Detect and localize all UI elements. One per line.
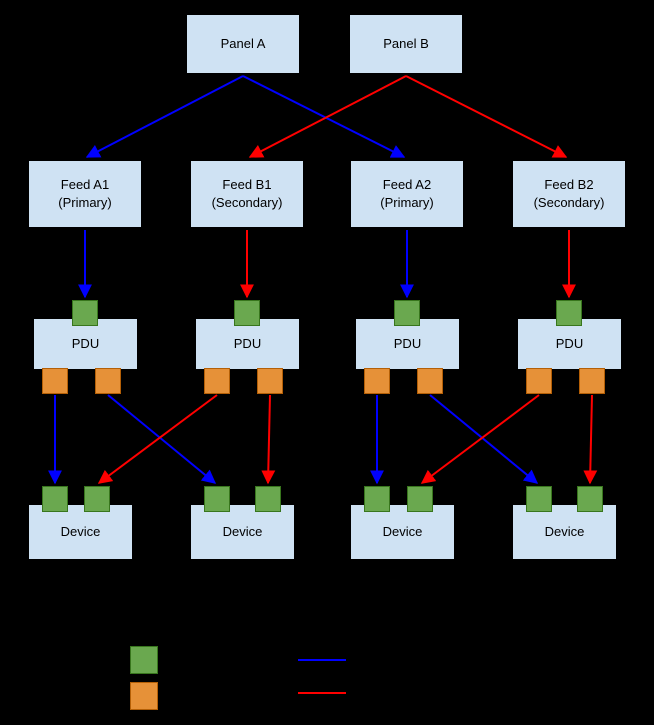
feed-b1-name: Feed B1 [222,177,272,193]
pdu-1-output-port-1 [42,368,68,394]
pdu-2-label: PDU [233,336,262,352]
pdu-3-output-port-2 [417,368,443,394]
pdu-4-output-port-2 [579,368,605,394]
feed-a1-name: Feed A1 [60,177,110,193]
device-3-input-port-1 [364,486,390,512]
feed-b2-text: Feed B2 (Secondary) [534,176,605,211]
feed-a2-role: (Primary) [380,195,434,210]
device-1-box: Device [28,504,133,560]
arrow-panel-a-to-feed-a1 [85,75,244,158]
feed-b1-role: (Secondary) [211,195,283,210]
device-2-box: Device [190,504,295,560]
pdu-1-box: PDU [33,318,138,370]
feed-b1-box: Feed B1 (Secondary) [190,160,304,228]
device-3-label: Device [382,524,423,540]
arrow-pdu-3-out-2-to-device-4 [429,394,539,484]
pdu-3-label: PDU [393,336,422,352]
arrow-pdu-4-out-2-to-device-4 [583,394,598,485]
panel-b-box: Panel B [349,14,463,74]
arrow-pdu-1-out-2-to-device-2 [107,394,217,484]
pdu-2-output-port-1 [204,368,230,394]
pdu-3-input-port [394,300,420,326]
device-4-input-port-1 [526,486,552,512]
feed-a2-box: Feed A2 (Primary) [350,160,464,228]
device-1-input-port-1 [42,486,68,512]
feed-a1-text: Feed A1 (Primary) [58,176,111,211]
arrow-panel-b-to-feed-b1 [248,75,407,158]
device-1-label: Device [60,524,101,540]
feed-a1-box: Feed A1 (Primary) [28,160,142,228]
pdu-2-input-port [234,300,260,326]
feed-a1-role: (Primary) [58,195,112,210]
arrow-pdu-4-out-1-to-device-3 [420,394,540,484]
legend-input-port-swatch [130,646,158,674]
panel-a-label: Panel A [220,36,266,52]
pdu-1-output-port-2 [95,368,121,394]
arrow-pdu-2-out-2-to-device-2 [261,394,276,485]
pdu-1-label: PDU [71,336,100,352]
pdu-1-input-port [72,300,98,326]
pdu-3-output-port-1 [364,368,390,394]
pdu-3-box: PDU [355,318,460,370]
arrow-panel-a-to-feed-a2 [242,75,406,158]
device-4-input-port-2 [577,486,603,512]
pdu-2-output-port-2 [257,368,283,394]
pdu-4-box: PDU [517,318,622,370]
panel-a-box: Panel A [186,14,300,74]
pdu-4-label: PDU [555,336,584,352]
feed-b2-role: (Secondary) [533,195,605,210]
device-2-label: Device [222,524,263,540]
device-3-input-port-2 [407,486,433,512]
pdu-4-input-port [556,300,582,326]
feed-b2-box: Feed B2 (Secondary) [512,160,626,228]
device-2-input-port-1 [204,486,230,512]
device-4-box: Device [512,504,617,560]
feed-a2-text: Feed A2 (Primary) [380,176,433,211]
device-2-input-port-2 [255,486,281,512]
device-4-label: Device [544,524,585,540]
pdu-2-box: PDU [195,318,300,370]
feed-b2-name: Feed B2 [544,177,594,193]
device-3-box: Device [350,504,455,560]
panel-b-label: Panel B [383,36,429,52]
feed-b1-text: Feed B1 (Secondary) [212,176,283,211]
pdu-4-output-port-1 [526,368,552,394]
legend-output-port-swatch [130,682,158,710]
arrow-panel-b-to-feed-b2 [405,75,568,158]
arrow-pdu-2-out-1-to-device-1 [97,394,218,484]
feed-a2-name: Feed A2 [382,177,432,193]
device-1-input-port-2 [84,486,110,512]
